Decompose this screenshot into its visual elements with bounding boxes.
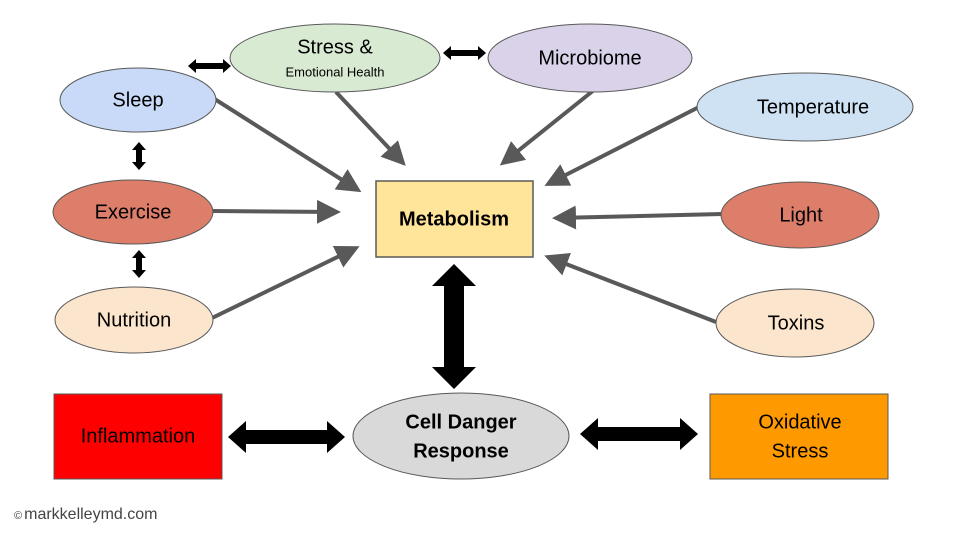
arrow-exercise-to-metabolism [211, 199, 341, 224]
nutrition-shape [54, 286, 214, 354]
input-arrows [211, 88, 723, 324]
temperature-label: Temperature [757, 96, 869, 118]
arrow-stress-microbiome [443, 46, 486, 60]
copyright-footer: ©markkelleymd.com [14, 506, 157, 524]
arrow-celldanger-oxidative [580, 418, 698, 450]
node-nutrition: Nutrition [54, 286, 214, 354]
node-light: Light [720, 181, 880, 249]
light-shape [720, 181, 880, 249]
cell-danger-label-line1: Cell Danger [405, 411, 516, 433]
stress-label-line1: Stress & [297, 36, 373, 58]
microbiome-shape [487, 23, 693, 93]
cell-danger-shape [352, 392, 570, 480]
node-toxins: Toxins [715, 288, 875, 358]
node-metabolism: Metabolism [375, 180, 534, 258]
oxidative-label-line2: Stress [772, 440, 829, 462]
toxins-shape [715, 288, 875, 358]
arrow-sleep-to-metabolism [211, 96, 362, 193]
oxidative-label-line1: Oxidative [758, 411, 841, 433]
arrow-microbiome-to-metabolism [499, 88, 596, 166]
node-exercise: Exercise [52, 179, 214, 245]
node-inflammation: Inflammation [53, 393, 223, 480]
bidirectional-arrows [132, 46, 698, 453]
sleep-shape [59, 67, 217, 133]
arrow-temperature-to-metabolism [544, 105, 700, 186]
microbiome-label: Microbiome [538, 47, 641, 69]
arrow-sleep-stress [188, 59, 231, 73]
arrow-stress-to-metabolism [334, 90, 406, 166]
inflammation-shape [53, 393, 223, 480]
exercise-shape [52, 179, 214, 245]
sleep-label: Sleep [112, 89, 163, 111]
node-oxidative-stress: Oxidative Stress [709, 393, 889, 480]
node-cell-danger-response: Cell Danger Response [352, 392, 570, 480]
node-temperature: Temperature [696, 72, 914, 142]
light-label: Light [779, 204, 823, 226]
arrow-nutrition-to-metabolism [211, 245, 360, 320]
arrow-sleep-exercise [132, 142, 146, 170]
arrow-toxins-to-metabolism [544, 253, 717, 324]
node-microbiome: Microbiome [487, 23, 693, 93]
cell-danger-label-line2: Response [413, 440, 509, 462]
arrow-light-to-metabolism [552, 205, 723, 230]
arrow-metabolism-celldanger [432, 264, 476, 389]
toxins-label: Toxins [768, 312, 825, 334]
copyright-icon: © [14, 510, 23, 522]
stress-shape [229, 23, 441, 93]
nutrition-label: Nutrition [97, 309, 171, 331]
arrow-exercise-nutrition [132, 250, 146, 278]
metabolism-shape [375, 180, 534, 258]
oxidative-shape [709, 393, 889, 480]
node-sleep: Sleep [59, 67, 217, 133]
arrow-inflammation-celldanger [228, 421, 345, 453]
node-stress: Stress & Emotional Health [229, 23, 441, 93]
metabolism-label: Metabolism [399, 208, 509, 230]
exercise-label: Exercise [95, 201, 172, 223]
temperature-shape [696, 72, 914, 142]
copyright-text: markkelleymd.com [24, 506, 158, 523]
inflammation-label: Inflammation [81, 425, 196, 447]
stress-label-line2: Emotional Health [286, 64, 385, 79]
